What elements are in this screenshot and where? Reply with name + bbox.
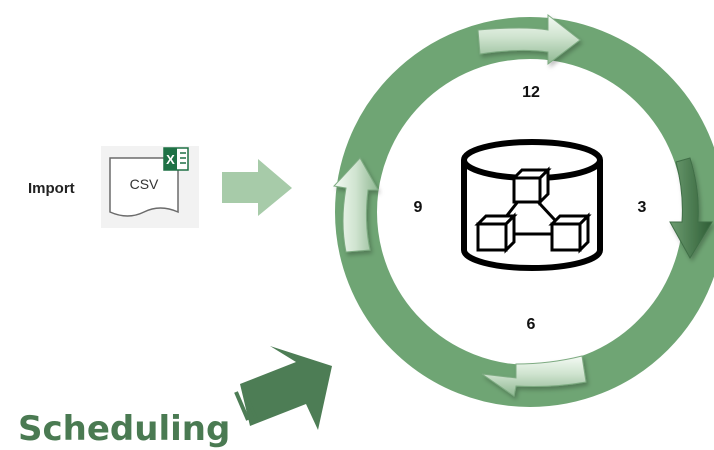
database-network-icon	[461, 139, 603, 271]
cycle-arrow-top	[477, 13, 581, 65]
network-node-top	[510, 166, 552, 206]
excel-csv-file-icon: CSV X	[101, 146, 199, 228]
cycle-number-12: 12	[522, 84, 540, 101]
import-label: Import	[28, 180, 75, 197]
cycle-number-6: 6	[527, 316, 536, 333]
cycle-number-9: 9	[414, 199, 423, 216]
network-node-right	[548, 212, 592, 254]
cycle-arrow-right	[669, 157, 713, 259]
cycle-arrow-bottom	[481, 355, 587, 397]
excel-badge-letter: X	[166, 152, 175, 167]
import-arrow	[222, 159, 292, 216]
page-title: Scheduling	[18, 409, 230, 449]
scheduling-arrow	[234, 346, 332, 430]
cycle-number-3: 3	[638, 199, 647, 216]
cycle-arrow-left	[333, 157, 379, 253]
network-node-left	[474, 212, 518, 254]
csv-file-text: CSV	[130, 176, 159, 192]
